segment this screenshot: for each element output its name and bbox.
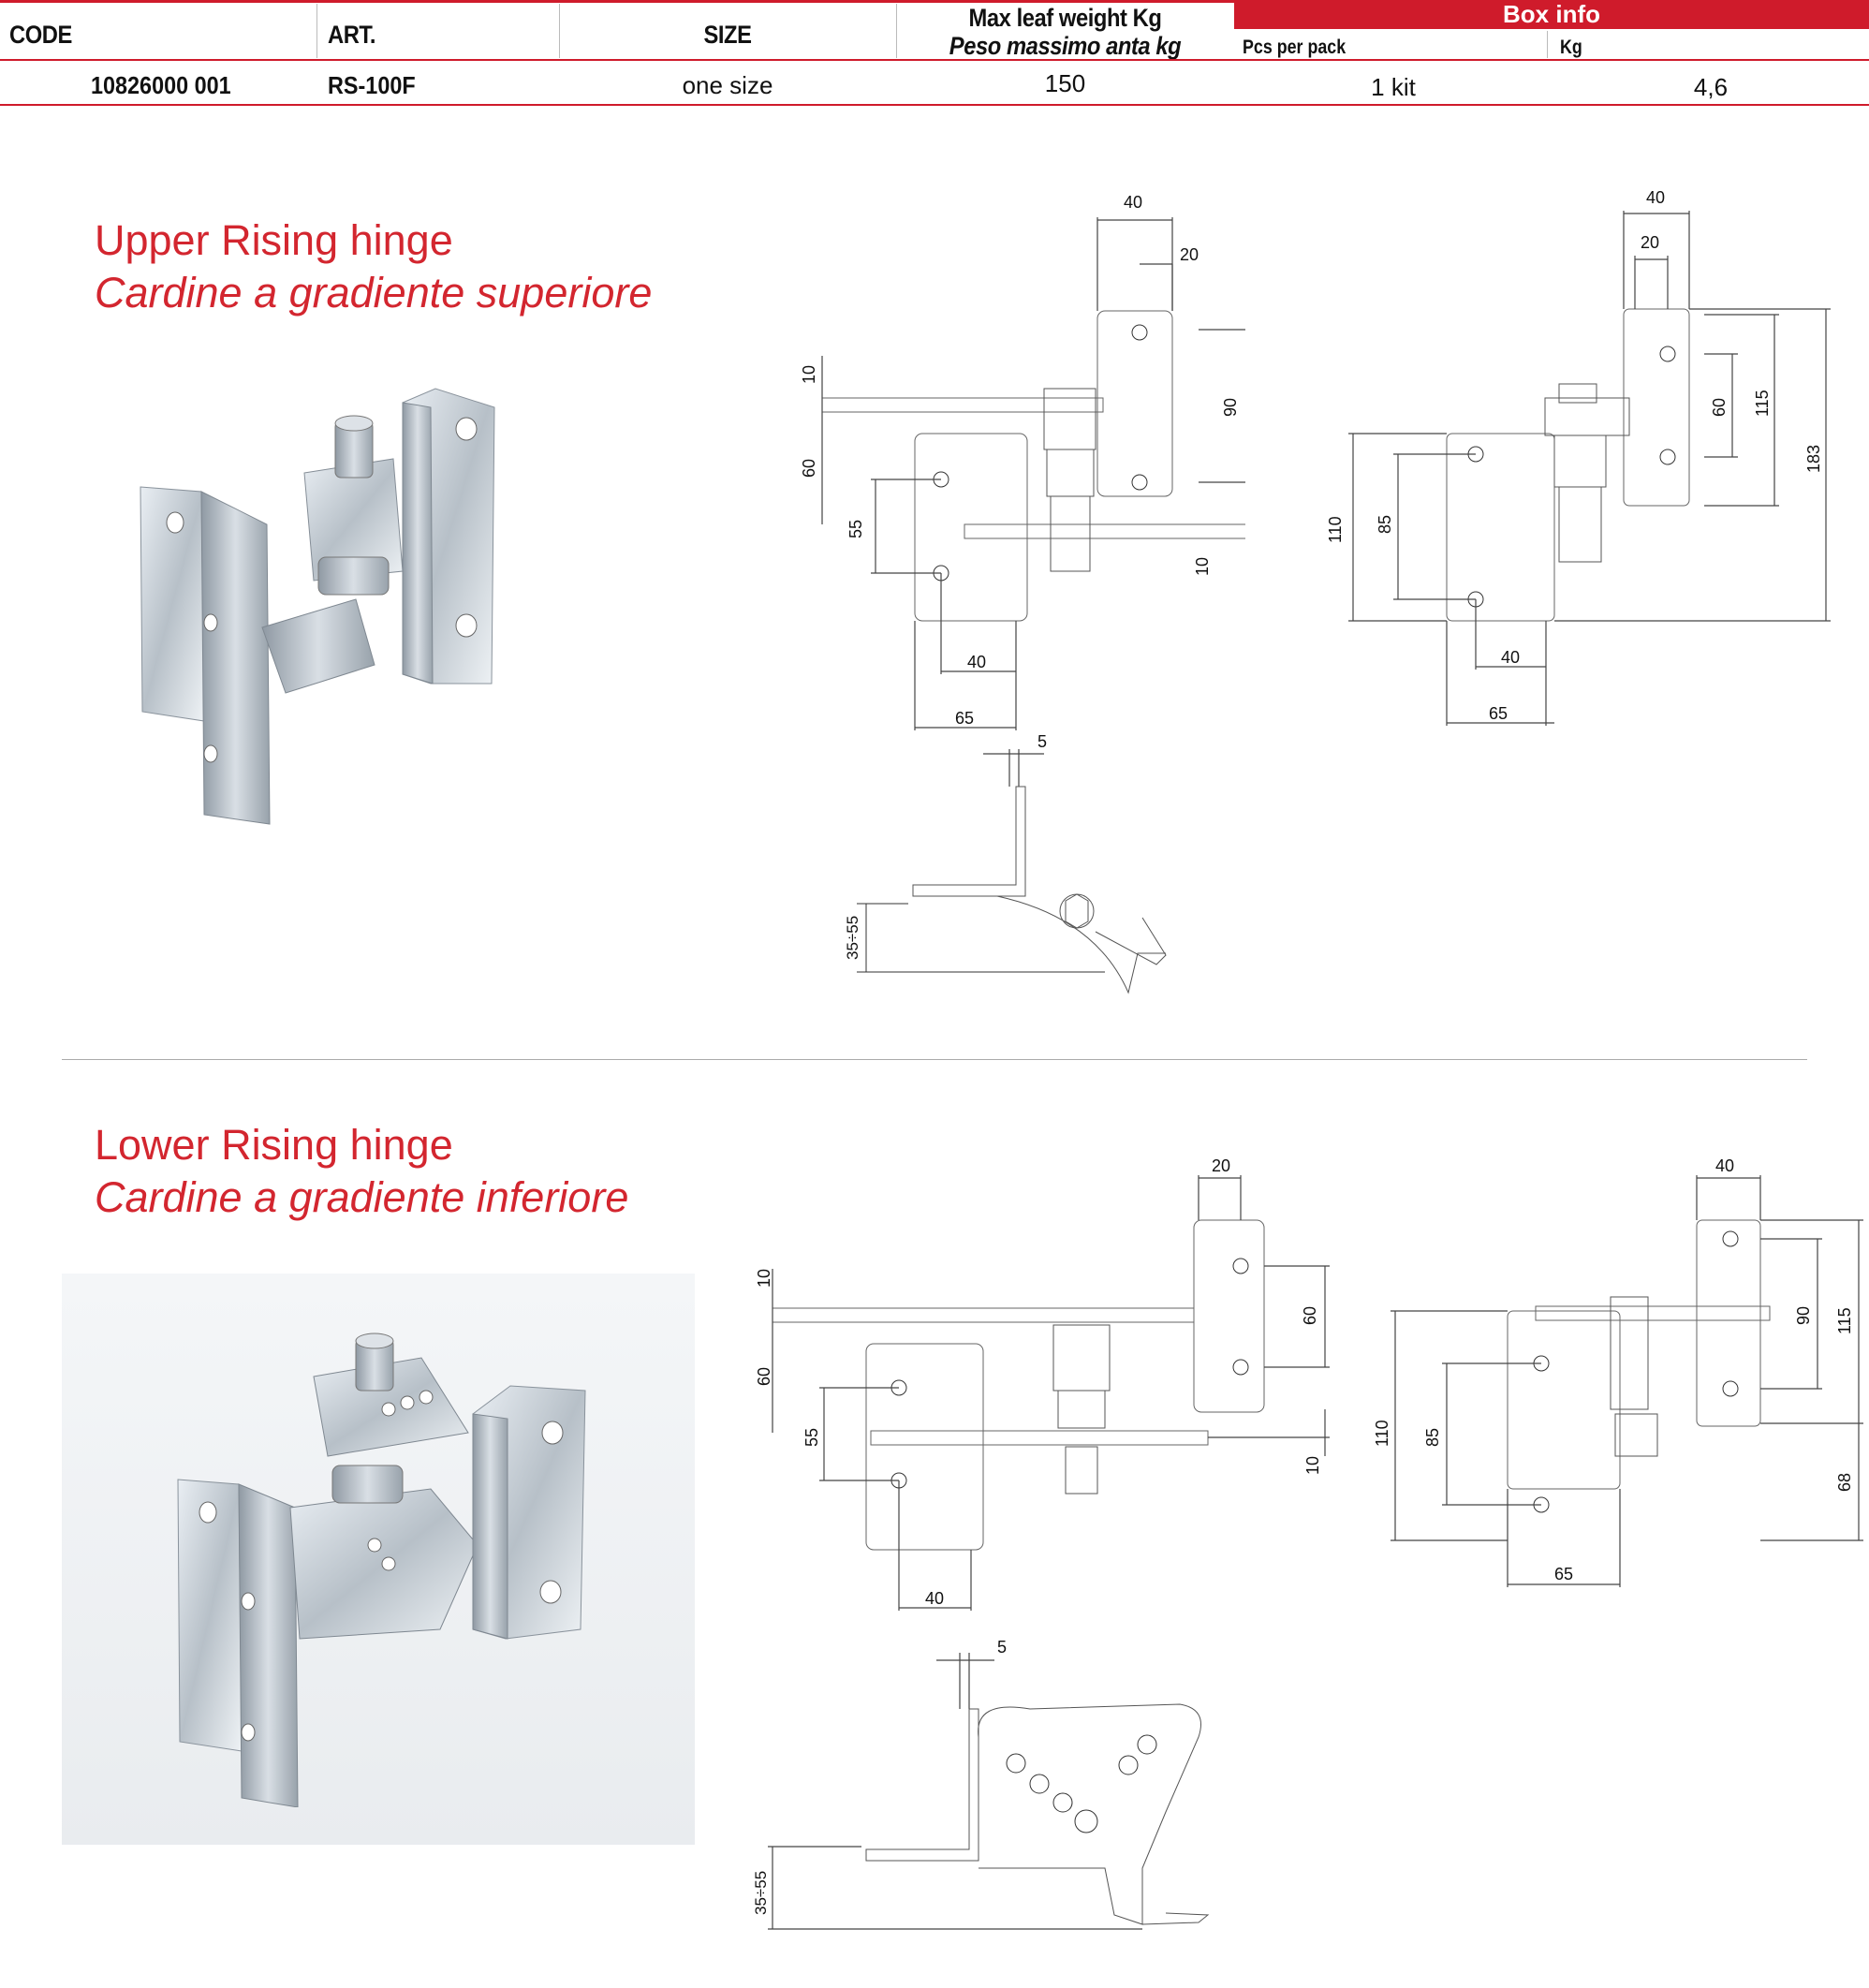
header-separator xyxy=(559,4,560,58)
svg-text:10: 10 xyxy=(755,1269,773,1288)
svg-text:55: 55 xyxy=(846,520,865,538)
svg-text:85: 85 xyxy=(1423,1428,1442,1447)
header-separator xyxy=(316,4,317,58)
section-title-en: Upper Rising hinge xyxy=(95,216,453,264)
header-code: CODE xyxy=(9,21,72,49)
svg-text:90: 90 xyxy=(1794,1306,1813,1325)
section-title-it: Cardine a gradiente inferiore xyxy=(95,1173,629,1221)
table-top-rule xyxy=(0,0,1869,3)
row-code: 10826000 001 xyxy=(91,71,231,99)
upper-front-drawing: 40 20 90 10 60 55 10 40 65 5 35÷55 xyxy=(800,193,1245,994)
svg-text:110: 110 xyxy=(1326,516,1345,543)
svg-text:20: 20 xyxy=(1641,233,1659,252)
svg-text:65: 65 xyxy=(955,709,974,728)
svg-text:68: 68 xyxy=(1835,1473,1854,1492)
svg-text:115: 115 xyxy=(1835,1307,1854,1334)
box-info-header: Box info xyxy=(1234,0,1869,29)
svg-text:40: 40 xyxy=(1646,188,1665,207)
svg-text:5: 5 xyxy=(1038,732,1047,751)
header-art: ART. xyxy=(328,21,376,49)
section-title-it: Cardine a gradiente superiore xyxy=(95,269,653,317)
lower-side-drawing: 40 90 115 68 110 85 65 xyxy=(1373,1156,1863,1587)
svg-text:10: 10 xyxy=(1193,557,1212,576)
svg-text:65: 65 xyxy=(1489,704,1508,723)
svg-text:10: 10 xyxy=(1303,1456,1322,1475)
svg-text:20: 20 xyxy=(1180,245,1199,264)
svg-text:60: 60 xyxy=(1301,1306,1319,1325)
svg-text:10: 10 xyxy=(800,365,818,384)
svg-text:90: 90 xyxy=(1221,398,1240,417)
svg-text:40: 40 xyxy=(1124,193,1142,212)
upper-side-drawing: 40 20 60 115 183 110 85 40 65 xyxy=(1326,188,1831,726)
row-kg: 4,6 xyxy=(1693,73,1729,101)
svg-text:5: 5 xyxy=(997,1638,1007,1657)
lower-front-drawing: 20 10 60 60 55 10 40 5 35÷55 xyxy=(752,1156,1330,1930)
upper-hinge-photo xyxy=(140,388,495,825)
svg-text:60: 60 xyxy=(755,1367,773,1386)
header-max-weight-en: Max leaf weight Kg xyxy=(968,4,1162,32)
header-separator xyxy=(896,4,897,58)
header-bottom-rule xyxy=(0,59,1869,61)
header-separator xyxy=(1547,31,1548,58)
section-title-upper: Upper Rising hinge Cardine a gradiente s… xyxy=(95,214,652,319)
header-max-weight-it: Peso massimo anta kg xyxy=(949,32,1182,60)
header-pcs-per-pack: Pcs per pack xyxy=(1243,37,1347,58)
svg-text:85: 85 xyxy=(1376,515,1394,534)
section-divider xyxy=(62,1059,1807,1060)
row-size: one size xyxy=(682,71,773,99)
svg-text:40: 40 xyxy=(1501,648,1520,667)
svg-text:183: 183 xyxy=(1804,445,1823,473)
row-pcs-per-pack: 1 kit xyxy=(1371,73,1416,101)
svg-text:60: 60 xyxy=(800,459,818,478)
svg-text:65: 65 xyxy=(1554,1565,1573,1583)
lower-hinge-photo xyxy=(177,1333,586,1807)
row-art: RS-100F xyxy=(328,71,416,99)
header-kg: Kg xyxy=(1560,37,1582,58)
svg-text:40: 40 xyxy=(925,1589,944,1608)
table-bottom-rule xyxy=(0,104,1869,106)
upper-side-range: 35÷55 xyxy=(844,916,861,960)
svg-text:20: 20 xyxy=(1212,1156,1230,1175)
header-size: SIZE xyxy=(703,21,752,49)
svg-text:40: 40 xyxy=(967,653,986,671)
svg-text:55: 55 xyxy=(802,1428,821,1447)
svg-text:60: 60 xyxy=(1710,398,1729,417)
row-max-weight: 150 xyxy=(1044,69,1086,97)
svg-text:110: 110 xyxy=(1373,1420,1391,1447)
section-title-lower: Lower Rising hinge Cardine a gradiente i… xyxy=(95,1119,628,1224)
svg-text:115: 115 xyxy=(1753,390,1772,417)
section-title-en: Lower Rising hinge xyxy=(95,1121,453,1169)
lower-side-range: 35÷55 xyxy=(752,1871,770,1915)
svg-text:40: 40 xyxy=(1715,1156,1734,1175)
